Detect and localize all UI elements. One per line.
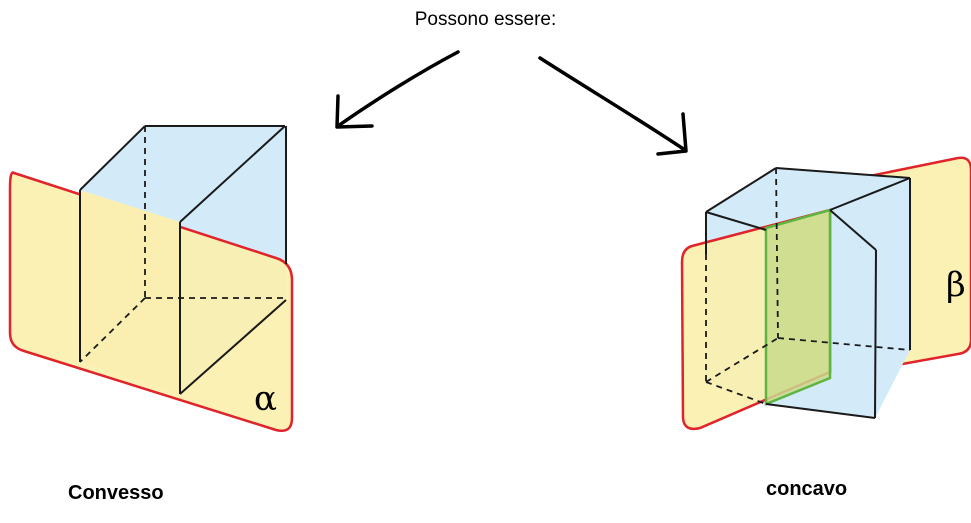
concave-edges [705, 167, 911, 419]
page-title: Possono essere: [0, 9, 971, 31]
convex-prism-top-face [80, 126, 285, 222]
convex-figure: α [8, 125, 294, 432]
arrow-to-convex [335, 50, 460, 129]
convex-edges [79, 125, 287, 395]
concave-prism-top-face [706, 168, 910, 250]
concave-prism-right-face [830, 178, 910, 418]
convex-prism-front-face [80, 190, 180, 394]
caption-convex: Convesso [68, 482, 164, 504]
concave-hidden-edges [705, 167, 911, 405]
concave-cross-section [764, 208, 832, 406]
plane-label-alpha: α [254, 379, 277, 419]
plane-label-beta: β [946, 265, 966, 305]
caption-concave: concavo [766, 478, 848, 500]
concave-figure: β [680, 156, 971, 431]
arrow-to-concave [538, 56, 688, 156]
title-text: Possono essere: [414, 9, 557, 30]
convex-hidden-edges [79, 126, 286, 363]
